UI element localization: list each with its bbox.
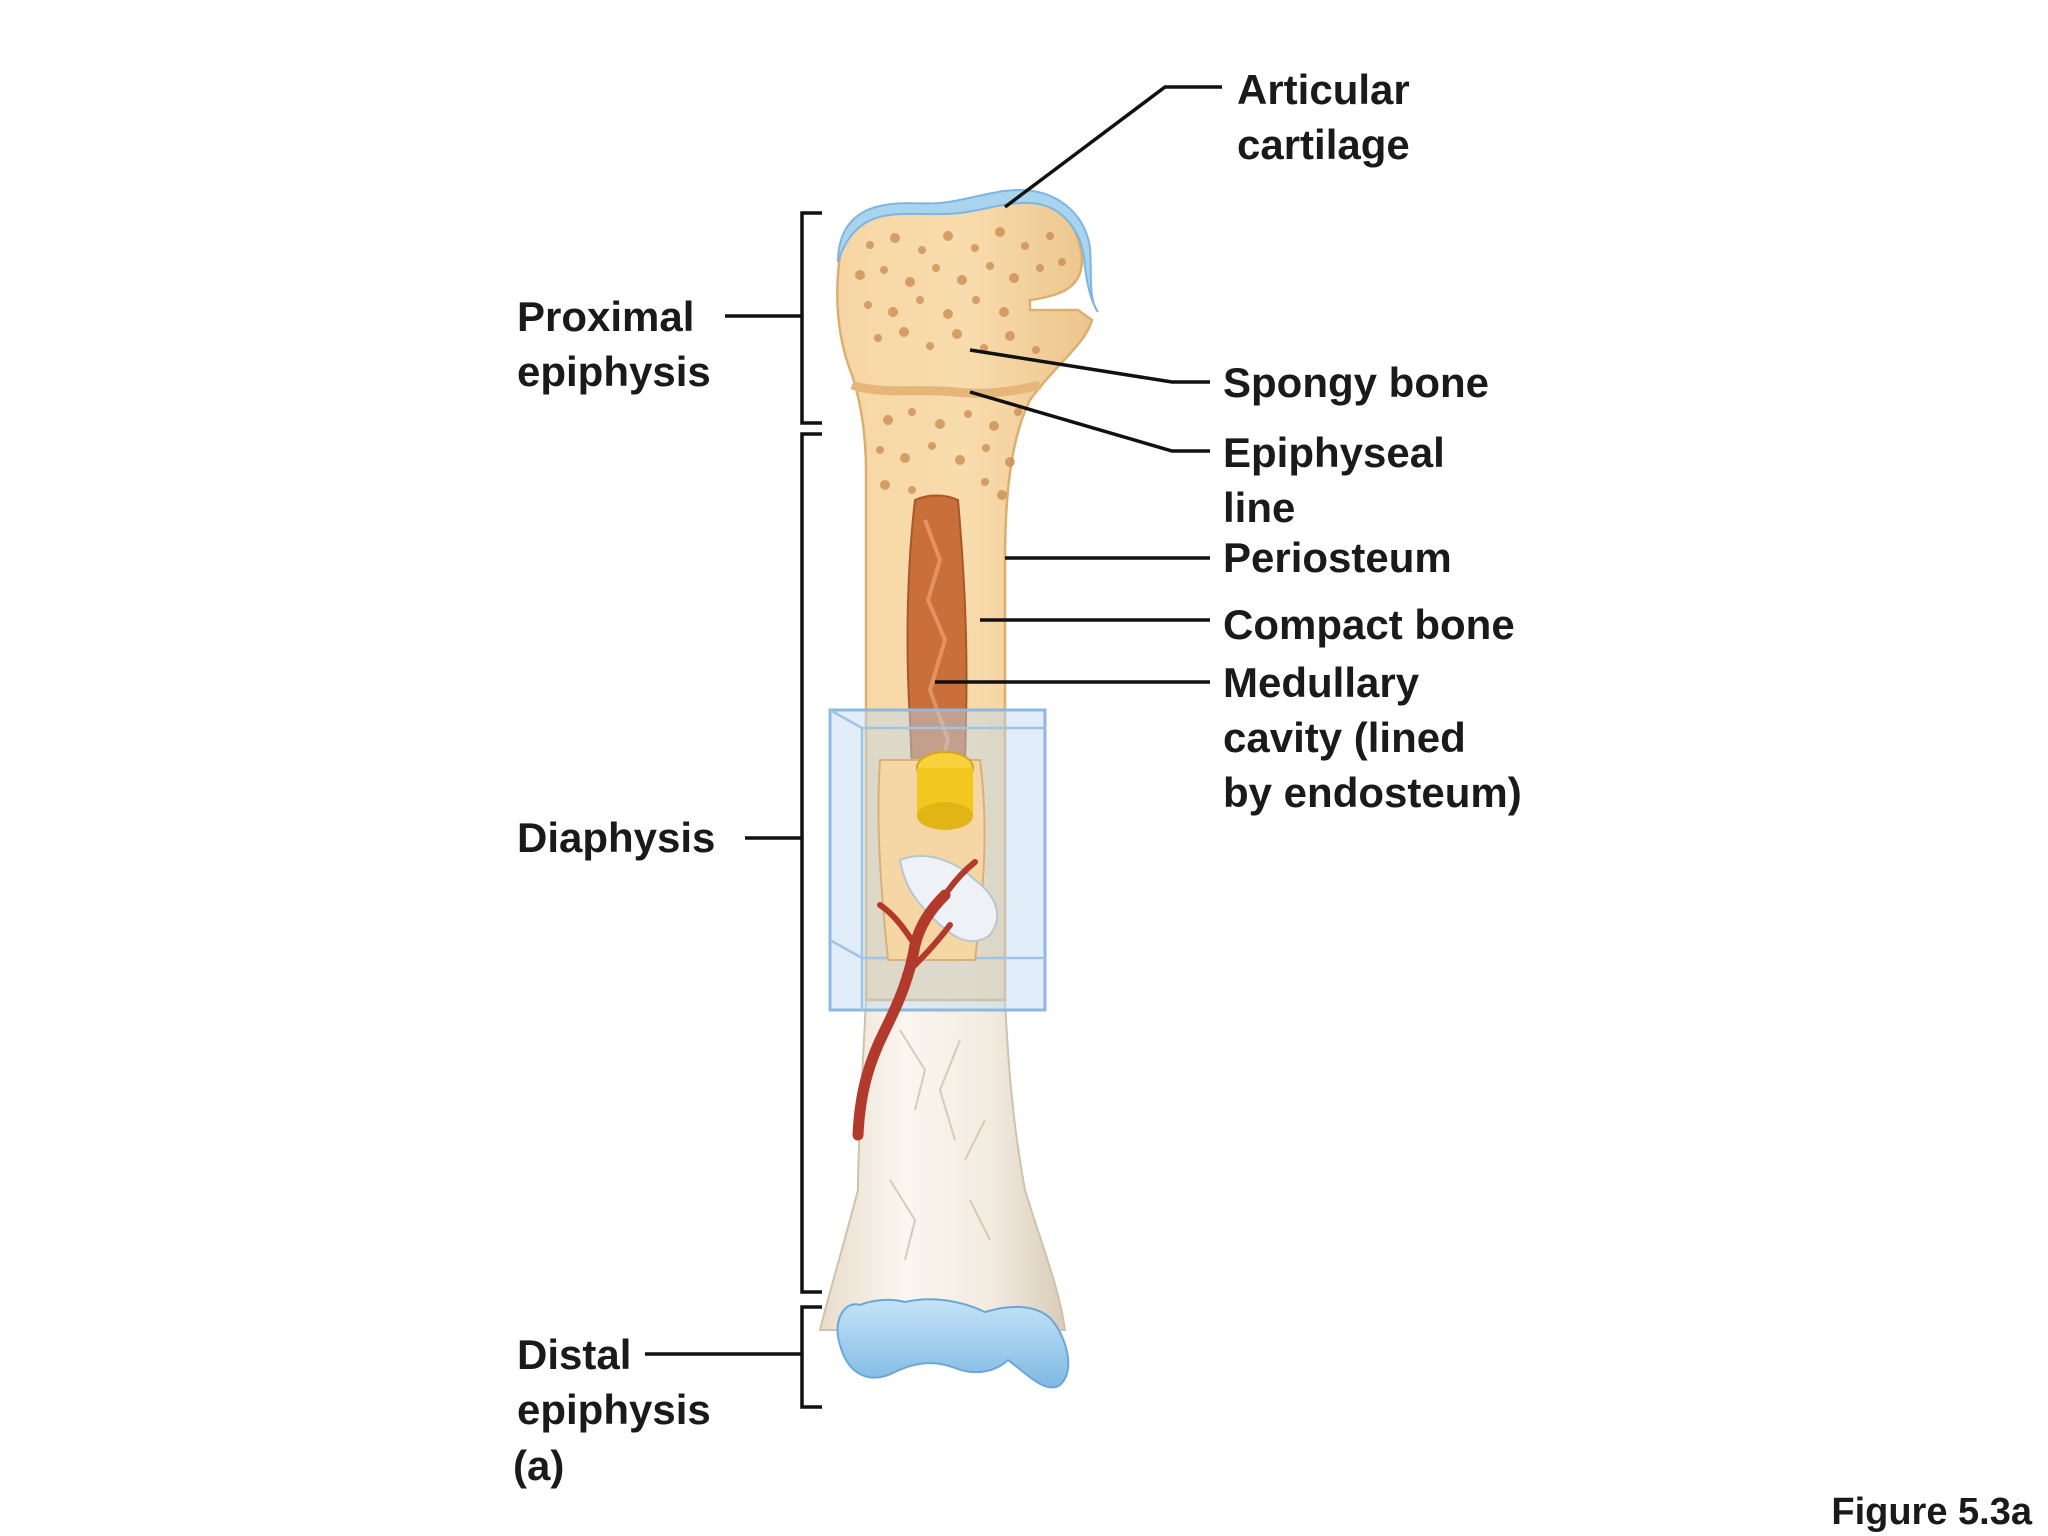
distal-epiphysis-line-1: Distal <box>517 1331 631 1378</box>
distal-epiphysis-bracket <box>800 1305 822 1409</box>
proximal-epiphysis-line-1: Proximal <box>517 293 694 340</box>
nutrient-artery-branches <box>877 859 978 978</box>
articular-cartilage-leader <box>1003 85 1222 209</box>
proximal-epiphysis-line-2: epiphysis <box>517 348 711 395</box>
proximal-epiphysis-label: Proximal epiphysis <box>517 293 711 395</box>
labels: Articular cartilage Proximal epiphysis S… <box>513 66 2033 1533</box>
medullary-cavity-line-3: by endosteum) <box>1223 769 1522 816</box>
region-brackets <box>800 211 822 1409</box>
compact-bone-label: Compact bone <box>1223 601 1515 648</box>
spongy-bone-texture <box>855 227 1066 500</box>
distal-epiphysis-label: Distal epiphysis <box>517 1331 711 1433</box>
figure-label: Figure 5.3a <box>1831 1491 2032 1533</box>
articular-cartilage-line-2: cartilage <box>1237 121 1410 168</box>
proximal-articular-cartilage <box>837 188 1099 313</box>
proximal-epiphysis-bracket <box>800 211 822 425</box>
epiphyseal-line-line-2: line <box>1223 484 1295 531</box>
leader-lines <box>645 85 1222 1356</box>
bone-illustration <box>818 188 1099 1389</box>
medullary-cavity-line-1: Medullary <box>1223 659 1420 706</box>
panel-label: (a) <box>513 1442 564 1489</box>
epiphyseal-line-label: Epiphyseal line <box>1223 429 1456 531</box>
epiphyseal-line-leader <box>969 390 1210 453</box>
periosteum-label: Periosteum <box>1223 534 1452 581</box>
spongy-bone-leader <box>969 348 1210 384</box>
nutrient-artery <box>852 889 951 1141</box>
epiphyseal-line-mark <box>850 380 1042 398</box>
diaphysis-bracket <box>800 432 822 1294</box>
distal-articular-cartilage <box>836 1298 1070 1389</box>
cutaway-box-edges <box>829 708 1045 1010</box>
distal-shaft-surface <box>818 999 1067 1331</box>
articular-cartilage-label: Articular cartilage <box>1237 66 1421 168</box>
distal-epiphysis-line-2: epiphysis <box>517 1386 711 1433</box>
bone-surface-texture <box>889 1029 991 1261</box>
diaphysis-label: Diaphysis <box>517 814 715 861</box>
spongy-bone-label: Spongy bone <box>1223 359 1489 406</box>
medullary-cavity-label: Medullary cavity (lined by endosteum) <box>1223 659 1522 816</box>
articular-cartilage-line-1: Articular <box>1237 66 1410 113</box>
yellow-marrow-plug-bottom <box>917 802 973 830</box>
epiphyseal-line-line-1: Epiphyseal <box>1223 429 1445 476</box>
medullary-cavity-line-2: cavity (lined <box>1223 714 1466 761</box>
